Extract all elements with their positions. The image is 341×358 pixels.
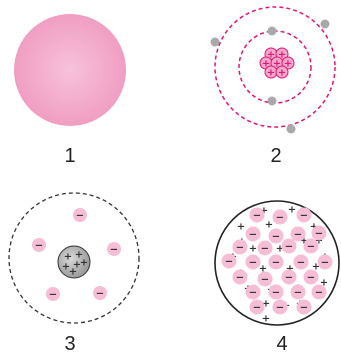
minus-sign: − xyxy=(110,245,118,256)
plus-sign: + xyxy=(69,267,77,278)
minus-sign: − xyxy=(272,258,280,269)
minus-sign: − xyxy=(225,257,233,268)
minus-sign: − xyxy=(261,275,269,286)
minus-sign: − xyxy=(236,273,244,284)
electron xyxy=(287,125,296,134)
minus-sign: − xyxy=(276,303,284,314)
plus-sign: + xyxy=(278,68,286,79)
minus-sign: − xyxy=(253,303,261,314)
minus-sign: − xyxy=(49,290,57,301)
minus-sign: − xyxy=(76,211,84,222)
minus-sign: − xyxy=(294,230,302,241)
electron xyxy=(211,38,220,47)
electron xyxy=(268,27,277,36)
electron xyxy=(268,97,277,106)
minus-sign: − xyxy=(272,232,280,243)
minus-sign: − xyxy=(315,229,323,240)
plus-sign: + xyxy=(80,258,88,269)
minus-sign: − xyxy=(96,289,104,300)
minus-sign: − xyxy=(35,241,43,252)
label-2: 2 xyxy=(270,145,281,167)
minus-sign: − xyxy=(285,273,293,284)
plus-sign: + xyxy=(265,220,273,231)
electron xyxy=(321,20,330,29)
model-2-orbital-atom: +++++++ xyxy=(211,7,336,134)
minus-sign: − xyxy=(249,230,257,241)
minus-sign: − xyxy=(315,288,323,299)
minus-sign: − xyxy=(307,242,315,253)
minus-sign: − xyxy=(300,211,308,222)
plus-sign: + xyxy=(288,205,296,216)
minus-sign: − xyxy=(272,288,280,299)
model-3-nuclear-atom: ++++++ −−−−− xyxy=(9,193,139,323)
plus-sign: + xyxy=(237,222,245,233)
nucleus: +++++++ xyxy=(260,48,294,79)
plus-sign: + xyxy=(249,244,257,255)
minus-sign: − xyxy=(249,258,257,269)
minus-sign: − xyxy=(276,213,284,224)
label-4: 4 xyxy=(276,333,287,355)
minus-sign: − xyxy=(294,288,302,299)
sphere xyxy=(14,14,126,126)
plus-sign: + xyxy=(262,314,270,325)
minus-sign: − xyxy=(321,258,329,269)
minus-sign: − xyxy=(253,211,261,222)
model-1-uniform-sphere xyxy=(14,14,126,126)
minus-sign: − xyxy=(249,288,257,299)
label-1: 1 xyxy=(64,145,75,167)
minus-sign: − xyxy=(261,244,269,255)
minus-sign: − xyxy=(297,258,305,269)
minus-sign: − xyxy=(236,243,244,254)
minus-sign: − xyxy=(285,242,293,253)
label-3: 3 xyxy=(64,333,75,355)
minus-sign: − xyxy=(300,303,308,314)
plus-sign: + xyxy=(267,68,275,79)
model-4-plum-pudding: ++++++++++++++++++++++++ −−−−−−−−−−−−−−−… xyxy=(215,201,339,325)
minus-sign: − xyxy=(307,273,315,284)
